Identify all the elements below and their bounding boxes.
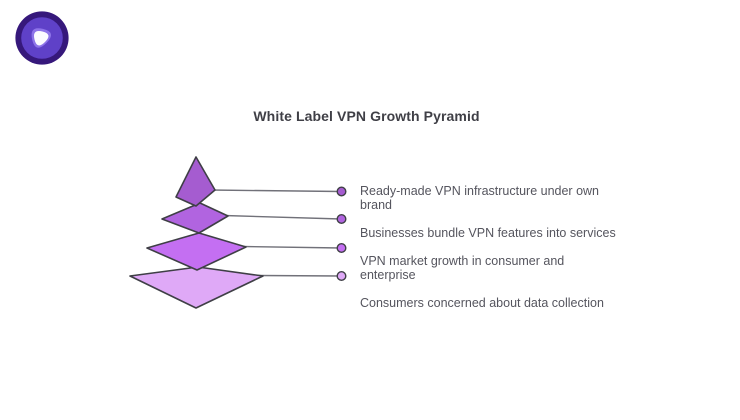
connector-line-1 (209, 189, 342, 193)
brand-logo-icon (15, 11, 69, 65)
level-label-2: Businesses bundle VPN features into serv… (360, 226, 616, 240)
level-label-3: VPN market growth in consumer and enterp… (360, 254, 565, 282)
level-label-4: Consumers concerned about data collectio… (360, 296, 604, 310)
level-labels: Ready-made VPN infrastructure under own … (360, 184, 620, 324)
pyramid-level-4-shape (129, 266, 264, 309)
pyramid-level-2-shape (161, 202, 229, 234)
pyramid-level-3-shape (146, 232, 247, 271)
diagram-title: White Label VPN Growth Pyramid (253, 108, 480, 124)
logo-core-shape (34, 31, 49, 46)
connector-dot-2 (336, 213, 347, 224)
connector-dot-3 (336, 242, 347, 253)
connector-line-2 (223, 214, 342, 220)
level-label-1: Ready-made VPN infrastructure under own … (360, 184, 600, 212)
pyramid-level-1-shape (175, 156, 216, 207)
connector-line-3 (241, 245, 342, 249)
connector-line-4 (257, 274, 342, 277)
connector-dot-4 (336, 271, 347, 282)
connector-dot-1 (336, 186, 347, 197)
